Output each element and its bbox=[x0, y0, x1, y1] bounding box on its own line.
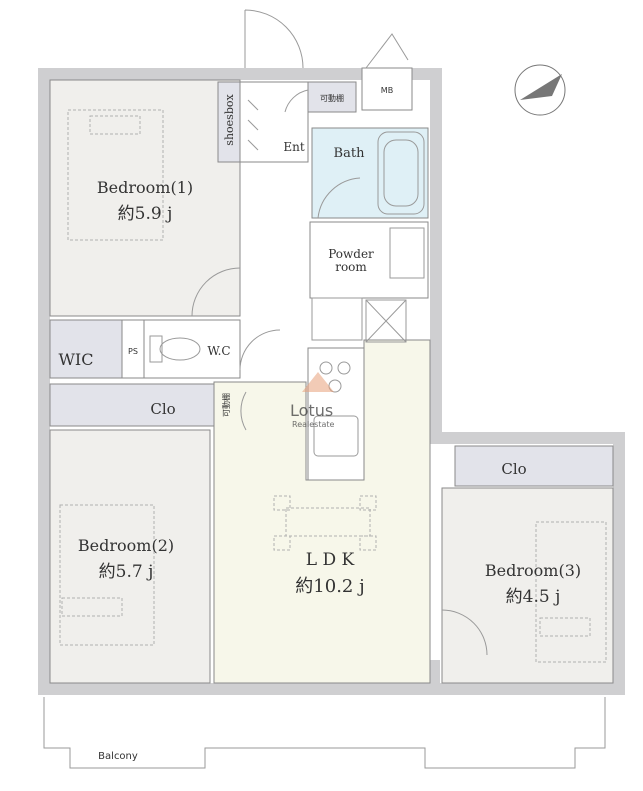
watermark-sub: Realestate bbox=[292, 420, 335, 429]
bath-door bbox=[317, 177, 361, 219]
bedroom1-bed bbox=[67, 109, 164, 241]
toilet-tank bbox=[149, 335, 163, 363]
bedroom2-bed bbox=[59, 504, 155, 646]
clo-left-label: Clo bbox=[150, 400, 175, 418]
powder-label-2: room bbox=[335, 260, 367, 274]
bedroom1-name: Bedroom(1) bbox=[97, 178, 193, 197]
sink bbox=[311, 297, 363, 341]
shelf-top bbox=[307, 81, 357, 113]
bedroom1-door bbox=[191, 267, 241, 317]
bathtub bbox=[377, 131, 425, 215]
mb-label: MB bbox=[381, 86, 393, 95]
left-closet bbox=[49, 383, 217, 427]
mb-door bbox=[365, 33, 409, 69]
toilet-bowl bbox=[159, 337, 201, 361]
lotus-logo-icon bbox=[302, 372, 334, 392]
bedroom3-name: Bedroom(3) bbox=[485, 561, 581, 580]
shoesbox-label: shoesbox bbox=[223, 94, 236, 146]
chair bbox=[273, 535, 291, 551]
chair bbox=[359, 495, 377, 511]
bedroom3-door bbox=[441, 609, 488, 656]
balcony-label: Balcony bbox=[98, 751, 138, 762]
wic-label: WIC bbox=[58, 350, 93, 369]
fridge-cross bbox=[365, 299, 407, 343]
right-closet bbox=[454, 445, 614, 487]
chair bbox=[273, 495, 291, 511]
bedroom3-bed bbox=[535, 521, 607, 663]
kitchen-sink bbox=[313, 415, 359, 457]
entry-door bbox=[244, 9, 304, 69]
stove-burner bbox=[337, 361, 351, 375]
shoesbox-doors bbox=[247, 99, 259, 151]
bath-label: Bath bbox=[334, 146, 366, 161]
ldk-floor bbox=[213, 339, 431, 684]
clo-right-label: Clo bbox=[501, 460, 526, 478]
ldk-size: 約10.2 j bbox=[295, 576, 364, 597]
shelf-top-label: 可動棚 bbox=[320, 93, 344, 103]
ldk-name: L D K bbox=[306, 550, 355, 570]
bedroom1-pillow bbox=[89, 115, 141, 135]
bedroom2-pillow bbox=[61, 597, 123, 617]
powder-label-1: Powder bbox=[328, 247, 374, 261]
bedroom3-floor bbox=[441, 487, 614, 684]
bath-floor bbox=[311, 127, 429, 219]
kitchen-counter bbox=[307, 347, 365, 481]
bedroom1-floor bbox=[49, 79, 241, 317]
compass-icon bbox=[514, 64, 566, 116]
ldk-door bbox=[240, 391, 247, 431]
shelf-mid-label: 可動棚 bbox=[221, 393, 231, 417]
dining-table bbox=[285, 507, 371, 537]
washing-machine-space bbox=[389, 227, 425, 279]
watermark-brand: Lotus bbox=[290, 401, 333, 420]
fridge-space bbox=[365, 299, 407, 343]
hall-door bbox=[284, 89, 309, 113]
balcony-outline bbox=[43, 697, 606, 769]
powder-floor bbox=[309, 221, 429, 299]
bedroom2-name: Bedroom(2) bbox=[78, 536, 174, 555]
bedroom3-size: 約4.5 j bbox=[506, 587, 561, 607]
bedroom1-size: 約5.9 j bbox=[118, 204, 173, 224]
bedroom2-floor bbox=[49, 429, 211, 684]
bedroom3-pillow bbox=[539, 617, 591, 637]
bedroom2-size: 約5.7 j bbox=[99, 562, 154, 582]
mb-box bbox=[361, 67, 413, 111]
chair bbox=[359, 535, 377, 551]
wc-label: W.C bbox=[207, 344, 230, 358]
stove-burner bbox=[319, 361, 333, 375]
wic-floor bbox=[49, 319, 123, 379]
ps-label: PS bbox=[128, 347, 138, 356]
ent-label: Ent bbox=[283, 140, 304, 154]
wc-door bbox=[239, 329, 281, 371]
bathtub-inner bbox=[383, 139, 419, 207]
